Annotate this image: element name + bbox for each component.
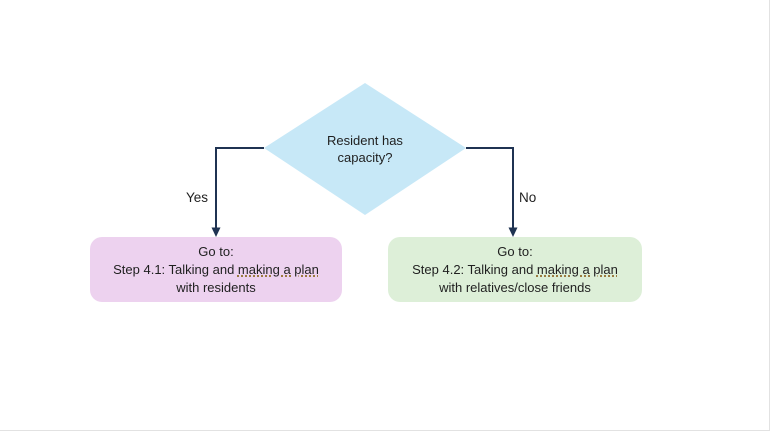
step-4-2-box[interactable]: Go to: Step 4.2: Talking and making a pl… — [388, 237, 642, 302]
step-4-2-line2-prefix: Step 4.2: Talking and — [412, 261, 537, 277]
step-4-2-line1: Go to: — [497, 243, 533, 259]
decision-label-line1: Resident has — [327, 133, 403, 148]
step-4-1-line2-underlined: making a plan — [237, 261, 319, 277]
decision-label: Resident has capacity? — [285, 132, 445, 166]
step-4-2-line2-underlined: making a plan — [536, 261, 618, 277]
no-arrowhead-icon — [508, 227, 518, 237]
decision-label-line2: capacity? — [337, 150, 393, 165]
no-branch-label: No — [519, 190, 537, 205]
step-4-1-line3: with residents — [176, 279, 256, 295]
yes-connector-line — [215, 147, 264, 229]
step-4-2-line3: with relatives/close friends — [439, 279, 591, 295]
yes-arrowhead-icon — [211, 227, 221, 237]
step-4-1-box[interactable]: Go to: Step 4.1: Talking and making a pl… — [90, 237, 342, 302]
decision-diamond-shape[interactable] — [264, 83, 466, 215]
step-4-1-line2: Step 4.1: Talking and making a plan — [90, 261, 342, 279]
no-connector-line — [466, 147, 514, 229]
step-4-1-line2-prefix: Step 4.1: Talking and — [113, 261, 238, 277]
step-4-2-line2: Step 4.2: Talking and making a plan — [388, 261, 642, 279]
step-4-1-line1: Go to: — [198, 243, 234, 259]
yes-branch-label: Yes — [185, 190, 208, 205]
